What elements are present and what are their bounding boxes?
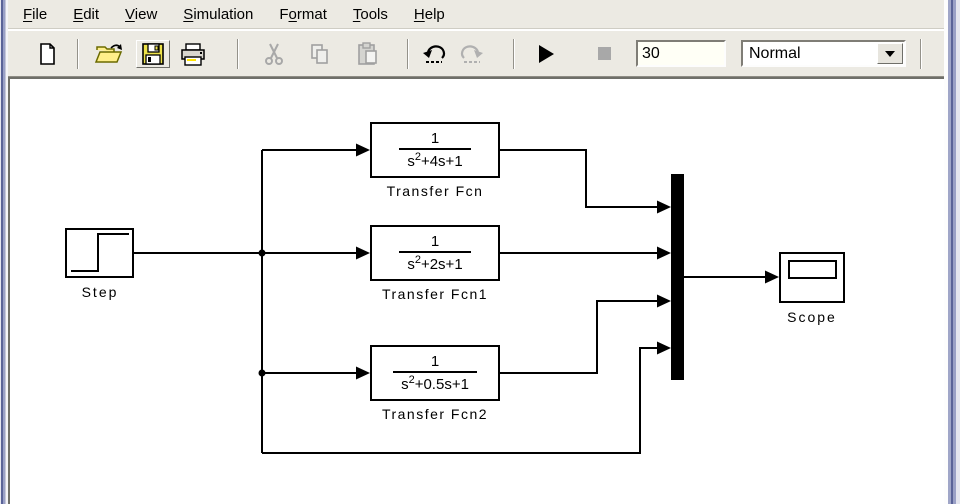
arrowhead	[356, 366, 370, 380]
toolbar: Normal	[8, 30, 944, 77]
menu-label-rest: dit	[83, 5, 100, 23]
arrowhead	[657, 200, 671, 214]
menu-label-rest: elp	[424, 5, 445, 23]
start-simulation-button[interactable]	[531, 40, 561, 68]
scope-block[interactable]	[779, 252, 845, 303]
redo-button[interactable]	[457, 40, 487, 68]
dropdown-button[interactable]	[877, 43, 903, 64]
mux-block[interactable]	[671, 174, 684, 380]
cut-button[interactable]	[259, 40, 289, 68]
toolbar-separator	[77, 38, 79, 69]
wire-tf1-to-mux1[interactable]	[500, 149, 657, 208]
menu-label-mnemonic: T	[352, 5, 361, 23]
transfer-fcn1-block[interactable]: 1 s2+2s+1	[370, 225, 500, 281]
printer-icon	[181, 42, 205, 66]
arrowhead	[657, 341, 671, 355]
arrowhead	[356, 246, 370, 260]
arrowhead	[657, 246, 671, 260]
simulation-mode-dropdown[interactable]: Normal	[741, 40, 906, 67]
menu-label-mnemonic: o	[288, 5, 297, 23]
scope-screen-icon	[788, 260, 837, 279]
arrowhead	[356, 143, 370, 157]
wire-step-to-mux4[interactable]	[262, 347, 657, 454]
menu-label-rest: rmat	[296, 5, 327, 23]
menu-edit[interactable]: Edit	[60, 2, 112, 27]
step-block[interactable]	[65, 228, 134, 278]
transfer-fcn1-label[interactable]: Transfer Fcn1	[381, 286, 489, 302]
menu-label-mnemonic: S	[183, 5, 194, 23]
window-border-left	[0, 0, 8, 504]
transfer-fcn2-block[interactable]: 1 s2+0.5s+1	[370, 345, 500, 401]
undo-button[interactable]	[419, 40, 449, 68]
transfer-fcn-label[interactable]: Transfer Fcn	[386, 183, 484, 199]
save-floppy-icon	[142, 42, 164, 65]
menu-label-rest: iew	[134, 5, 158, 23]
clipboard-icon	[358, 41, 377, 65]
arrowhead	[765, 270, 779, 284]
tf-denominator: s2+4s+1	[399, 148, 471, 170]
menu-label-pre: F	[279, 5, 289, 23]
tf-numerator: 1	[430, 232, 440, 250]
tf-denominator: s2+0.5s+1	[393, 371, 477, 393]
stop-simulation-button[interactable]	[589, 40, 619, 68]
toolbar-separator	[237, 38, 239, 69]
scope-block-label[interactable]: Scope	[787, 309, 837, 325]
transfer-function-expression: 1 s2+4s+1	[399, 129, 471, 171]
menu-label-mnemonic: E	[73, 5, 84, 23]
menu-label-mnemonic: F	[23, 5, 33, 23]
menu-file[interactable]: File	[10, 2, 60, 27]
transfer-fcn-block[interactable]: 1 s2+4s+1	[370, 122, 500, 178]
tf-numerator: 1	[430, 129, 440, 147]
menu-label-rest: imulation	[193, 5, 254, 23]
play-icon	[538, 44, 554, 63]
toolbar-separator	[407, 38, 409, 69]
menu-view[interactable]: View	[112, 2, 170, 27]
undo-arrow-icon	[423, 44, 446, 63]
simulation-mode-value: Normal	[749, 44, 801, 62]
new-model-button[interactable]	[32, 40, 62, 68]
toolbar-separator	[920, 38, 922, 69]
simulation-stop-time-input[interactable]	[636, 40, 726, 67]
step-signal-icon	[71, 233, 129, 272]
stop-icon	[597, 47, 611, 60]
menu-simulation[interactable]: Simulation	[170, 2, 266, 27]
open-folder-icon	[94, 43, 123, 63]
print-button[interactable]	[176, 40, 210, 68]
tf-numerator: 1	[430, 352, 440, 370]
wire-tf3-to-mux3[interactable]	[500, 300, 657, 374]
open-model-button[interactable]	[92, 40, 126, 68]
menu-label-rest: ile	[32, 5, 48, 23]
menu-label-rest: ools	[360, 5, 388, 23]
step-block-label[interactable]: Step	[81, 284, 119, 300]
branch-point	[258, 249, 266, 257]
tf-denominator: s2+2s+1	[399, 251, 471, 273]
chevron-down-icon	[885, 50, 895, 57]
menu-format[interactable]: Format	[266, 2, 340, 27]
menu-tools[interactable]: Tools	[340, 2, 401, 27]
paste-button[interactable]	[353, 40, 383, 68]
save-model-button[interactable]	[136, 39, 170, 68]
menu-help[interactable]: Help	[401, 2, 458, 27]
menu-label-mnemonic: V	[125, 5, 135, 23]
arrowhead	[657, 294, 671, 308]
transfer-function-expression: 1 s2+0.5s+1	[393, 353, 477, 394]
redo-arrow-icon	[460, 44, 483, 63]
transfer-fcn2-label[interactable]: Transfer Fcn2	[381, 406, 489, 422]
copy-button[interactable]	[305, 40, 335, 68]
copy-pages-icon	[311, 43, 328, 64]
new-document-icon	[40, 42, 55, 65]
branch-point	[258, 369, 266, 377]
scissors-icon	[265, 43, 283, 65]
toolbar-separator	[513, 38, 515, 69]
transfer-function-expression: 1 s2+2s+1	[399, 232, 471, 274]
menu-label-mnemonic: H	[413, 5, 425, 23]
window-border-right[interactable]	[944, 0, 960, 504]
menu-bar: File Edit View Simulation Format Tools H…	[8, 0, 944, 29]
